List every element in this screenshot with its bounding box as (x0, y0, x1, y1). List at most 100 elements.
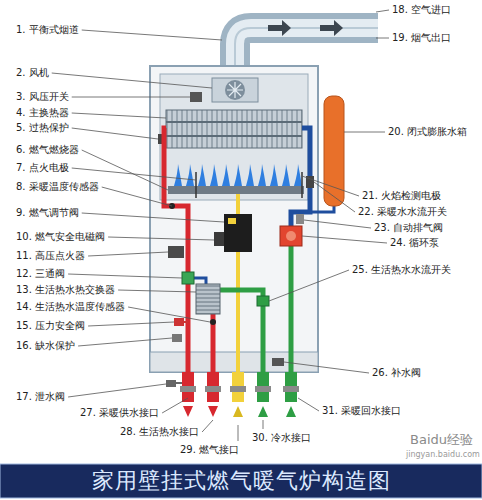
pressure-relief-valve (174, 318, 184, 326)
drain-stub (176, 382, 182, 384)
leader-line (68, 384, 166, 397)
main-heat-exchanger (166, 110, 302, 148)
ignition-electrode (195, 172, 197, 198)
connector-nut (205, 386, 221, 392)
leader-line (284, 362, 369, 373)
leader-line (302, 176, 359, 196)
leader-line (314, 182, 355, 212)
callout-label: 15. 压力安全阀 (16, 320, 85, 332)
diagram-title: 家用壁挂式燃气暖气炉构造图 (0, 468, 482, 494)
drain-valve (166, 380, 176, 387)
callout-label: 31. 采暖回水接口 (322, 405, 401, 417)
heating-supply-pipe (164, 128, 188, 372)
leader-line (82, 30, 222, 40)
fan-wheel (225, 80, 245, 100)
leader-line (88, 252, 168, 256)
flow-arrow (320, 20, 343, 36)
leader-line (78, 338, 172, 346)
leader-line (72, 113, 166, 118)
callout-label: 16. 缺水保护 (16, 340, 75, 352)
leader-line (108, 237, 214, 240)
leader-line (162, 398, 188, 413)
leader-line (118, 290, 196, 292)
pressure-switch (190, 92, 202, 102)
valve-stub (184, 321, 188, 323)
low-water-switch (172, 334, 182, 342)
callout-label: 26. 补水阀 (372, 367, 421, 379)
three-way-valve (182, 272, 194, 284)
callout-label: 28. 生活热水接口 (120, 426, 199, 438)
callout-label: 9. 燃气调节阀 (16, 207, 79, 219)
leader-line (72, 168, 196, 180)
leader-line (238, 425, 239, 441)
fan-housing (212, 78, 258, 102)
callout-label: 25. 生活热水水流开关 (352, 264, 451, 276)
leader-line (298, 398, 319, 411)
callout-label: 1. 平衡式烟道 (16, 24, 79, 36)
flow-arrow (258, 406, 268, 417)
connector-nut (283, 386, 299, 392)
igniter (168, 246, 184, 258)
leader-line (102, 187, 172, 206)
leader-line (376, 38, 389, 39)
callout-label: 27. 采暖供水接口 (80, 407, 159, 419)
leader-line (263, 420, 264, 429)
watermark: jingyan.baidu.com (406, 450, 480, 460)
callout-label: 4. 主换热器 (16, 107, 69, 119)
solenoid-valve (214, 232, 224, 246)
tank-pipe (310, 206, 334, 212)
diverter-pipe (194, 278, 206, 284)
fill-valve (272, 358, 284, 366)
gas-valve-mark (228, 218, 236, 224)
callout-label: 22. 采暖水水流开关 (358, 206, 447, 218)
leader-line (52, 73, 212, 88)
flow-arrow (286, 406, 296, 417)
callout-label: 19. 烟气出口 (392, 32, 451, 44)
flow-arrow (268, 20, 291, 36)
leader-line (302, 236, 387, 243)
leader-line (72, 128, 158, 139)
hot-water-pipe (211, 314, 216, 372)
flow-arrow (183, 406, 193, 417)
callout-label: 12. 三通阀 (16, 268, 65, 280)
callout-label: 18. 空气进口 (392, 4, 451, 16)
title-band (0, 464, 482, 498)
callout-label: 2. 风机 (16, 67, 49, 79)
burner-flames (174, 164, 302, 186)
gas-valve (224, 214, 252, 252)
leader-line (376, 10, 389, 12)
callout-label: 7. 点火电极 (16, 162, 69, 174)
flow-arrow (208, 406, 218, 417)
leader-line (128, 307, 210, 322)
callout-label: 6. 燃气燃烧器 (16, 144, 79, 156)
leader-line (88, 322, 174, 326)
air-vent (296, 214, 304, 224)
callout-label: 3. 风压开关 (16, 91, 69, 103)
connector-nut (255, 386, 271, 392)
leader-line (68, 274, 182, 278)
water-flow-switch (257, 296, 269, 306)
watermark: Baidu经验 (410, 432, 473, 447)
heating-return-pipe (289, 246, 294, 372)
leader-line (269, 270, 349, 301)
combustion-chamber (160, 74, 308, 200)
pump-rotor (286, 231, 296, 241)
callout-label: 14. 生活热水温度传感器 (16, 301, 125, 313)
callout-label: 17. 泄水阀 (16, 391, 65, 403)
callout-label: 23. 自动排气阀 (374, 222, 443, 234)
leader-line (344, 132, 385, 133)
leader-line (304, 220, 371, 228)
leader-line (72, 97, 190, 98)
callout-label: 13. 生活热水热交换器 (16, 284, 115, 296)
callout-label: 10. 燃气安全电磁阀 (16, 231, 105, 243)
exchanger-tube (166, 135, 302, 137)
flow-arrow (233, 406, 243, 417)
connector-nut (230, 386, 246, 392)
water-temperature-sensor (210, 319, 216, 325)
circulation-pump (280, 226, 302, 246)
callout-label: 30. 冷水接口 (252, 432, 311, 444)
callout-label: 21. 火焰检测电极 (362, 190, 441, 202)
gas-burner (168, 186, 304, 194)
connector-nut (180, 386, 196, 392)
plate-heat-exchanger (196, 284, 220, 314)
